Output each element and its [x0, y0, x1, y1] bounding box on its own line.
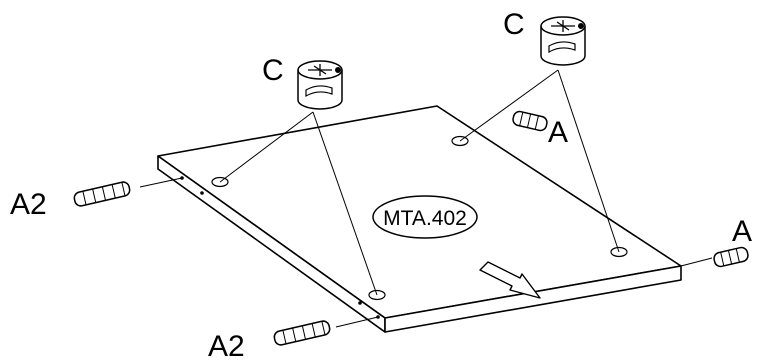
wooden-dowel-icon	[73, 181, 131, 207]
label-dowel-left-top: A2	[10, 188, 47, 221]
edge-hole	[358, 301, 362, 305]
label-cam-right: C	[503, 8, 525, 41]
part-label: MTA.402	[383, 207, 467, 230]
label-dowel-left-bottom: A2	[208, 330, 245, 361]
leader-lines	[139, 69, 713, 328]
edge-hole	[200, 191, 204, 195]
wooden-dowel-icon	[273, 320, 331, 346]
board-panel: MTA.402	[157, 105, 682, 333]
board-front-edge	[384, 265, 682, 333]
label-cam-left: C	[262, 54, 284, 87]
cam-lock-fitting-icon	[540, 16, 586, 66]
wooden-dowel-icon	[512, 110, 548, 132]
label-dowel-right-top: A	[548, 116, 568, 149]
part-label-badge	[372, 195, 478, 239]
cam-lock-fitting-icon	[297, 60, 343, 110]
label-dowel-right-bottom: A	[732, 215, 752, 248]
direction-arrow-icon	[479, 261, 541, 299]
wooden-dowel-icon	[713, 246, 749, 268]
